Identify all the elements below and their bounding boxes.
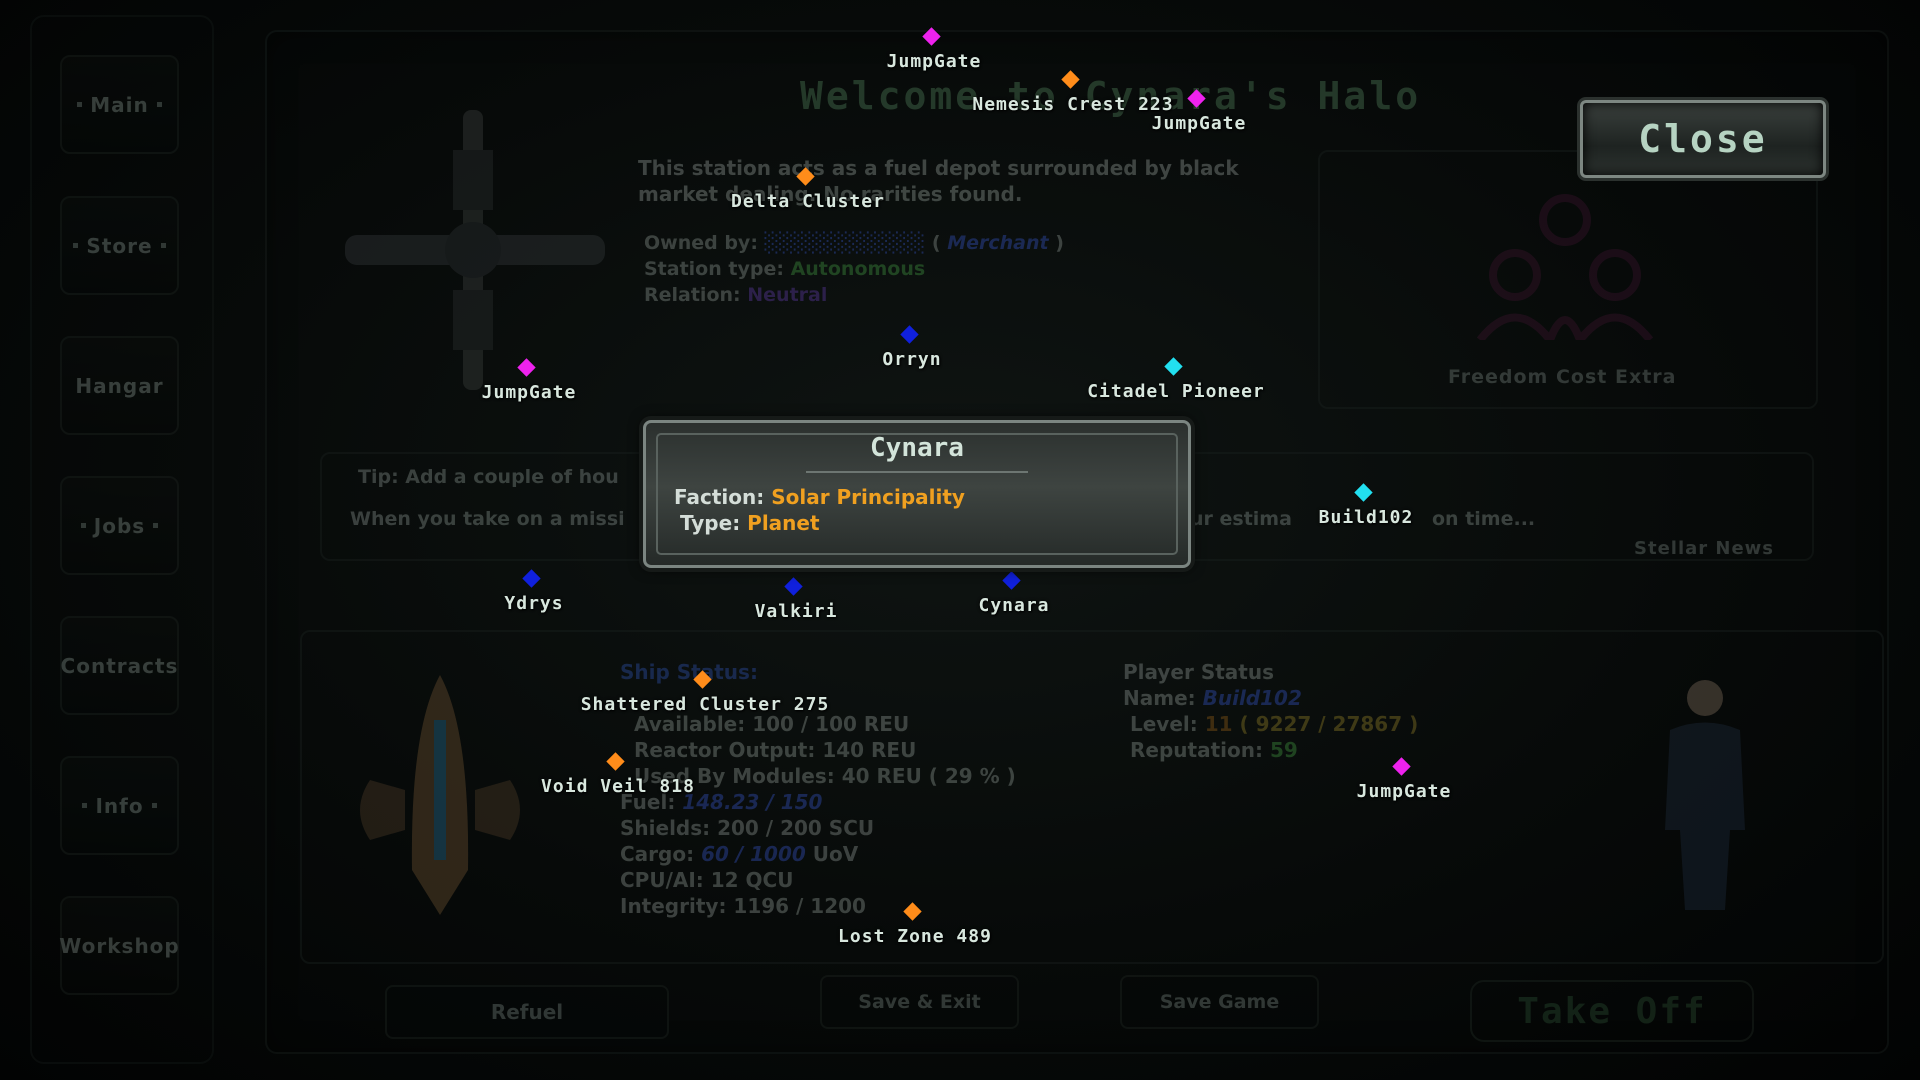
- marker-label: Ydrys: [504, 593, 564, 614]
- nav-label: Jobs: [93, 513, 146, 538]
- used-by-modules: Used By Modules: 40 REU ( 29 % ): [634, 764, 1016, 788]
- nav-column: [30, 15, 214, 1064]
- cargo-line: Cargo: 60 / 1000 UoV: [620, 842, 858, 866]
- player-name-label: Name:: [1123, 686, 1196, 710]
- save-exit-button[interactable]: Save & Exit: [820, 975, 1019, 1029]
- main-frame: [265, 30, 1889, 1054]
- station-type-label: Station type:: [644, 258, 784, 280]
- cargo-label: Cargo:: [620, 842, 695, 866]
- player-level-line: Level: 11 ( 9227 / 27867 ): [1130, 712, 1418, 736]
- pilot-portrait: [1665, 680, 1745, 910]
- owned-by-line: Owned by: ░░░░░░░░░░░ ( Merchant ): [644, 232, 1064, 254]
- integrity-line: Integrity: 1196 / 1200: [620, 894, 866, 918]
- marker-label: Shattered Cluster 275: [580, 694, 830, 715]
- relation-value: Neutral: [747, 284, 828, 306]
- fuel-value: 148.23 / 150: [682, 790, 823, 814]
- tooltip-faction-value: Solar Principality: [771, 485, 965, 509]
- relation-line: Relation: Neutral: [644, 284, 827, 306]
- save-game-button[interactable]: Save Game: [1120, 975, 1319, 1029]
- tooltip-type-row: Type: Planet: [680, 511, 820, 535]
- nav-contracts-button[interactable]: Contracts: [60, 616, 179, 715]
- player-name: Build102: [1202, 686, 1302, 710]
- nav-label: Main: [90, 92, 149, 117]
- faction-name: Freedom Cost Extra: [1448, 366, 1677, 388]
- stellar-news-label[interactable]: Stellar News: [1634, 538, 1775, 559]
- tip-line-1: Tip: Add a couple of hou: [358, 466, 619, 488]
- marker-label: Build102: [1318, 507, 1414, 528]
- station-welcome-title: Welcome to Cynara's Halo: [800, 74, 1422, 118]
- cargo-unit: UoV: [812, 842, 859, 866]
- ship-status-header: Ship Status:: [620, 660, 758, 684]
- nav-label: Hangar: [75, 373, 164, 398]
- player-reputation-label: Reputation:: [1130, 738, 1263, 762]
- tip-line-2-end: on time...: [1432, 508, 1536, 530]
- tooltip-type-label: Type:: [680, 511, 741, 535]
- nav-label: Workshop: [59, 933, 180, 958]
- owner-class: Merchant: [947, 232, 1049, 254]
- station-type-value: Autonomous: [790, 258, 926, 280]
- nav-store-button[interactable]: Store: [60, 196, 179, 295]
- tip-line-2: When you take on a missi: [350, 508, 625, 530]
- nav-info-button[interactable]: Info: [60, 756, 179, 855]
- marker-label: JumpGate: [1356, 781, 1452, 802]
- fuel-label: Fuel:: [620, 790, 676, 814]
- marker-label: Delta Cluster: [731, 191, 885, 212]
- cpu-line: CPU/AI: 12 QCU: [620, 868, 794, 892]
- marker-label: Void Veil 818: [541, 776, 695, 797]
- take-off-button[interactable]: Take Off: [1470, 980, 1754, 1042]
- player-name-line: Name: Build102: [1123, 686, 1302, 710]
- nav-hangar-button[interactable]: Hangar: [60, 336, 179, 435]
- station-image: [345, 110, 605, 390]
- tooltip-faction-label: Faction:: [674, 485, 765, 509]
- owned-by-label: Owned by:: [644, 232, 758, 254]
- planet-tooltip: Cynara Faction: Solar Principality Type:…: [643, 420, 1191, 568]
- energy-available: Available: 100 / 100 REU: [634, 712, 910, 736]
- player-status-header: Player Status: [1123, 660, 1274, 684]
- marker-label: Valkiri: [754, 601, 838, 622]
- tooltip-inner-border: [656, 433, 1178, 555]
- marker-label: JumpGate: [481, 382, 577, 403]
- player-level-label: Level:: [1130, 712, 1198, 736]
- refuel-button[interactable]: Refuel: [385, 985, 669, 1039]
- marker-label: JumpGate: [886, 51, 982, 72]
- player-reputation: 59: [1269, 738, 1298, 762]
- fuel-line: Fuel: 148.23 / 150: [620, 790, 822, 814]
- marker-label: Nemesis Crest 223: [972, 94, 1174, 115]
- reactor-output: Reactor Output: 140 REU: [634, 738, 917, 762]
- relation-label: Relation:: [644, 284, 741, 306]
- ship-image: [360, 675, 520, 915]
- owner-name: ░░░░░░░░░░░: [764, 232, 926, 254]
- tooltip-type-value: Planet: [747, 511, 820, 535]
- nav-workshop-button[interactable]: Workshop: [59, 896, 180, 995]
- nav-label: Info: [95, 793, 144, 818]
- tooltip-divider: [806, 471, 1028, 473]
- tip-line-2-right: ur estima: [1190, 508, 1292, 530]
- marker-label: Cynara: [978, 595, 1050, 616]
- nav-label: Contracts: [60, 653, 179, 678]
- faction-emblem-icon: [1476, 194, 1654, 340]
- nav-main-button[interactable]: Main: [60, 55, 179, 154]
- station-type-line: Station type: Autonomous: [644, 258, 925, 280]
- player-reputation-line: Reputation: 59: [1130, 738, 1298, 762]
- marker-label: Orryn: [882, 349, 942, 370]
- tooltip-faction-row: Faction: Solar Principality: [674, 485, 965, 509]
- marker-label: JumpGate: [1151, 113, 1247, 134]
- marker-label: Citadel Pioneer: [1087, 381, 1265, 402]
- close-button[interactable]: Close: [1580, 100, 1826, 178]
- cargo-value: 60 / 1000: [701, 842, 806, 866]
- player-xp: ( 9227 / 27867 ): [1239, 712, 1419, 736]
- player-level: 11: [1204, 712, 1233, 736]
- shields-line: Shields: 200 / 200 SCU: [620, 816, 875, 840]
- station-description: This station acts as a fuel depot surrou…: [638, 156, 1239, 206]
- nav-jobs-button[interactable]: Jobs: [60, 476, 179, 575]
- nav-label: Store: [86, 233, 153, 258]
- status-panel: [300, 630, 1884, 964]
- tooltip-title: Cynara: [870, 433, 964, 463]
- marker-label: Lost Zone 489: [838, 926, 992, 947]
- faction-panel: [1318, 150, 1818, 409]
